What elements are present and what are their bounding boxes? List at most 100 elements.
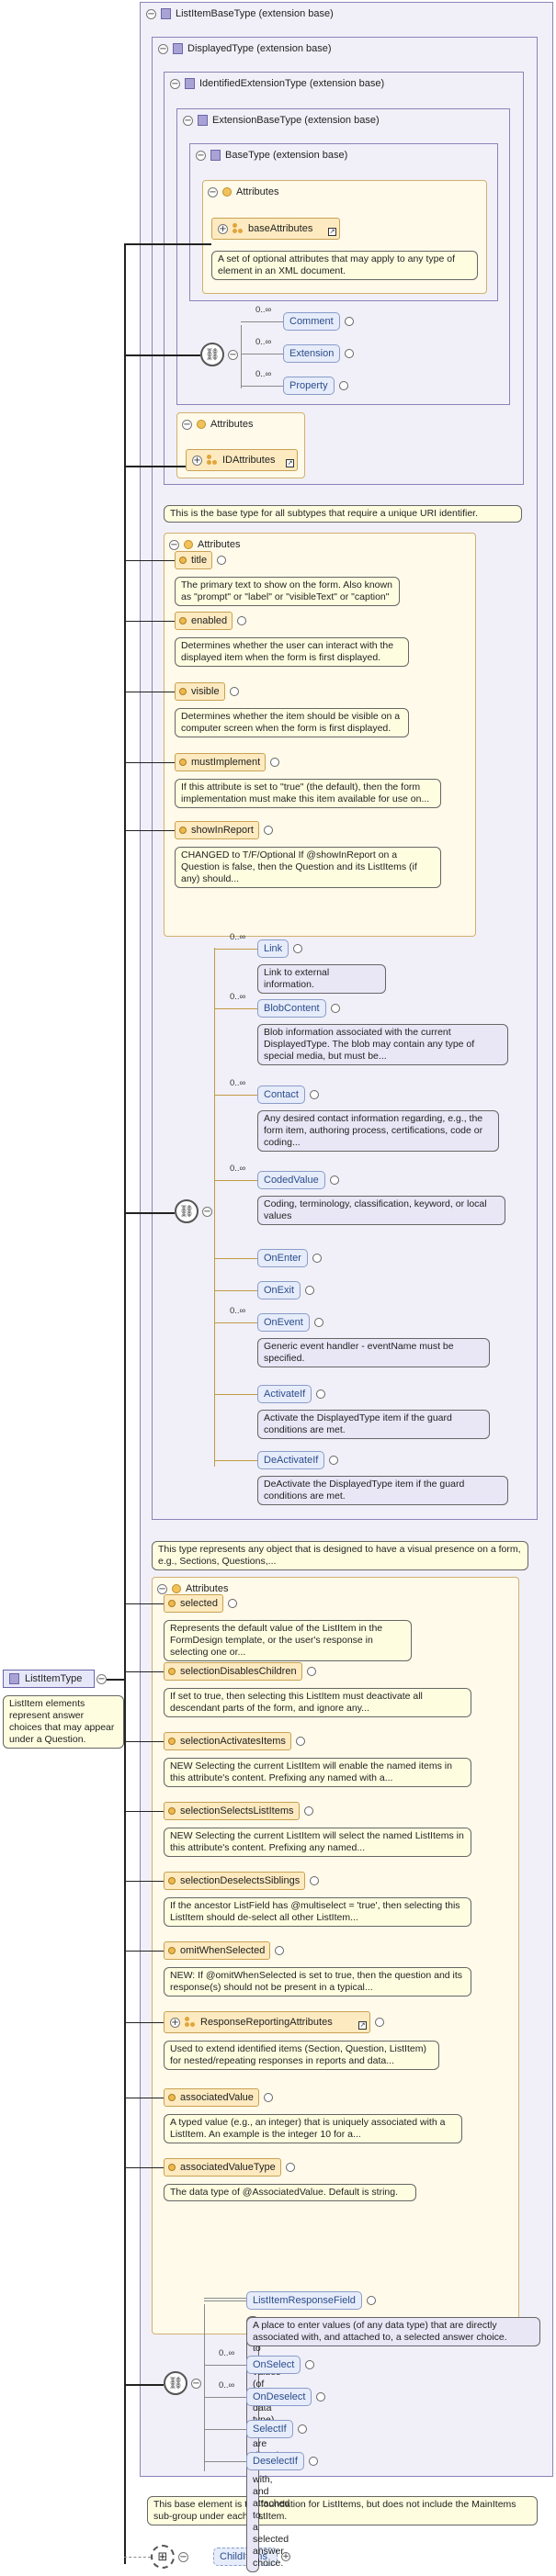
element-ActivateIf[interactable]: ActivateIf xyxy=(257,1385,312,1403)
expand-icon[interactable] xyxy=(305,1286,315,1295)
expand-icon[interactable] xyxy=(295,1737,305,1746)
element-BlobContent[interactable]: BlobContent xyxy=(257,999,326,1018)
expand-icon[interactable] xyxy=(312,1254,322,1263)
complex-type-icon xyxy=(161,8,171,19)
expand-icon[interactable] xyxy=(329,1176,339,1185)
multiplicity: 0..∞ xyxy=(255,337,272,347)
expand-icon[interactable] xyxy=(330,1004,340,1013)
attribute-ResponseReportingAttributes[interactable]: +ResponseReportingAttributes↗ xyxy=(164,2011,370,2033)
collapse-icon[interactable]: − xyxy=(170,78,180,89)
displayed-note: This type represents any object that is … xyxy=(152,1541,528,1570)
attribute-selected[interactable]: selected xyxy=(164,1594,223,1613)
collapse-icon[interactable]: − xyxy=(208,186,218,197)
attribute-note: If the ancestor ListField has @multisele… xyxy=(164,1897,471,1927)
expand-icon[interactable] xyxy=(338,381,348,390)
collapse-icon[interactable]: − xyxy=(191,2379,201,2389)
element-ListItemResponseField[interactable]: ListItemResponseField xyxy=(246,2291,362,2310)
expand-icon[interactable] xyxy=(285,2163,295,2172)
expand-icon[interactable] xyxy=(310,1876,320,1885)
attribute-note: Determines whether the user can interact… xyxy=(175,637,409,667)
element-CodedValue[interactable]: CodedValue xyxy=(257,1171,325,1189)
element-note: Generic event handler - eventName must b… xyxy=(257,1338,490,1367)
element-DeActivateIf[interactable]: DeActivateIf xyxy=(257,1451,325,1469)
expand-icon[interactable] xyxy=(306,1667,316,1676)
expand-icon[interactable] xyxy=(229,687,239,696)
identified-note: This is the base type for all subtypes t… xyxy=(164,505,522,523)
attribute-selectionDeselectsSiblings[interactable]: selectionDeselectsSiblings xyxy=(164,1872,306,1890)
expand-icon[interactable] xyxy=(375,2018,384,2027)
attribute-associatedValue[interactable]: associatedValue xyxy=(164,2088,259,2107)
expand-icon[interactable] xyxy=(305,2360,315,2369)
element-OnExit[interactable]: OnExit xyxy=(257,1281,301,1299)
collapse-icon[interactable]: − xyxy=(96,1674,107,1684)
expand-icon[interactable] xyxy=(293,944,303,953)
expand-icon[interactable] xyxy=(313,1318,323,1327)
expand-icon[interactable] xyxy=(237,616,247,625)
expand-icon[interactable] xyxy=(308,2457,318,2466)
element-Contact[interactable]: Contact xyxy=(257,1086,305,1104)
attribute-title[interactable]: title xyxy=(175,551,213,569)
element-OnDeselect[interactable]: OnDeselect xyxy=(246,2388,312,2406)
expand-icon[interactable] xyxy=(227,1599,237,1608)
attribute-label: selected xyxy=(180,1598,218,1609)
expand-icon[interactable] xyxy=(303,1806,313,1816)
expand-icon[interactable]: + xyxy=(192,455,202,466)
attribute-group-id-attributes[interactable]: + IDAttributes ↗ xyxy=(186,449,298,471)
attribute-selectionSelectsListItems[interactable]: selectionSelectsListItems xyxy=(164,1802,300,1820)
expand-icon[interactable]: + xyxy=(281,2552,290,2561)
element-SelectIf[interactable]: SelectIf xyxy=(246,2420,293,2438)
expand-icon[interactable] xyxy=(309,1090,319,1099)
box-title: ExtensionBaseType (extension base) xyxy=(212,115,380,126)
collapse-icon[interactable]: − xyxy=(228,350,238,360)
attribute-selectionDisablesChildren[interactable]: selectionDisablesChildren xyxy=(164,1662,302,1681)
element-OnEvent[interactable]: OnEvent xyxy=(257,1313,310,1332)
attribute-icon xyxy=(179,759,187,766)
attribute-group-base-attributes[interactable]: + baseAttributes ↗ xyxy=(211,218,340,240)
connector xyxy=(241,386,283,387)
collapse-icon[interactable]: − xyxy=(183,115,193,126)
expand-icon[interactable] xyxy=(263,2093,273,2102)
collapse-icon[interactable]: − xyxy=(202,1207,212,1217)
attribute-showInReport[interactable]: showInReport xyxy=(175,821,259,839)
collapse-icon[interactable]: − xyxy=(146,8,156,19)
attribute-selectionActivatesItems[interactable]: selectionActivatesItems xyxy=(164,1732,291,1750)
collapse-icon[interactable]: − xyxy=(158,43,168,54)
expand-icon[interactable] xyxy=(270,758,280,767)
collapse-icon[interactable]: − xyxy=(182,419,192,430)
element-Property[interactable]: Property xyxy=(283,377,335,395)
attribute-associatedValueType[interactable]: associatedValueType xyxy=(164,2158,281,2177)
element-Extension[interactable]: Extension xyxy=(283,344,341,363)
expand-icon[interactable] xyxy=(217,556,227,565)
expand-icon[interactable] xyxy=(329,1456,339,1465)
expand-icon[interactable] xyxy=(275,1946,285,1955)
attribute-label: visible xyxy=(191,686,220,697)
attribute-omitWhenSelected[interactable]: omitWhenSelected xyxy=(164,1941,271,1960)
attribute-visible[interactable]: visible xyxy=(175,682,225,701)
expand-icon[interactable] xyxy=(344,317,354,326)
expand-icon[interactable] xyxy=(297,2424,307,2434)
element-Comment[interactable]: Comment xyxy=(283,312,340,331)
element-DeselectIf[interactable]: DeselectIf xyxy=(246,2452,304,2470)
expand-icon[interactable] xyxy=(345,349,355,358)
element-OnSelect[interactable]: OnSelect xyxy=(246,2356,301,2374)
expand-icon[interactable] xyxy=(366,2296,376,2305)
attribute-enabled[interactable]: enabled xyxy=(175,612,233,630)
base-note: This base element is the foundation for … xyxy=(147,2496,538,2525)
element-label: DeselectIf xyxy=(253,2456,298,2467)
multiplicity: 0..∞ xyxy=(230,932,246,942)
collapse-icon[interactable]: − xyxy=(196,150,206,161)
element-OnEnter[interactable]: OnEnter xyxy=(257,1249,308,1267)
collapse-icon[interactable]: − xyxy=(169,539,179,550)
collapse-icon[interactable]: − xyxy=(157,1583,167,1594)
attribute-icon xyxy=(168,2164,176,2171)
expand-icon[interactable] xyxy=(316,1389,326,1399)
expand-icon[interactable] xyxy=(263,826,273,835)
attribute-mustImplement[interactable]: mustImplement xyxy=(175,753,267,771)
expand-icon[interactable] xyxy=(316,2392,326,2402)
expand-icon[interactable]: + xyxy=(170,2017,180,2028)
root-element-listitem-type[interactable]: ListItemType xyxy=(3,1670,95,1688)
collapse-icon[interactable]: − xyxy=(178,2552,188,2562)
element-Link[interactable]: Link xyxy=(257,939,289,958)
element-label: CodedValue xyxy=(264,1175,319,1186)
expand-icon[interactable]: + xyxy=(218,223,228,234)
